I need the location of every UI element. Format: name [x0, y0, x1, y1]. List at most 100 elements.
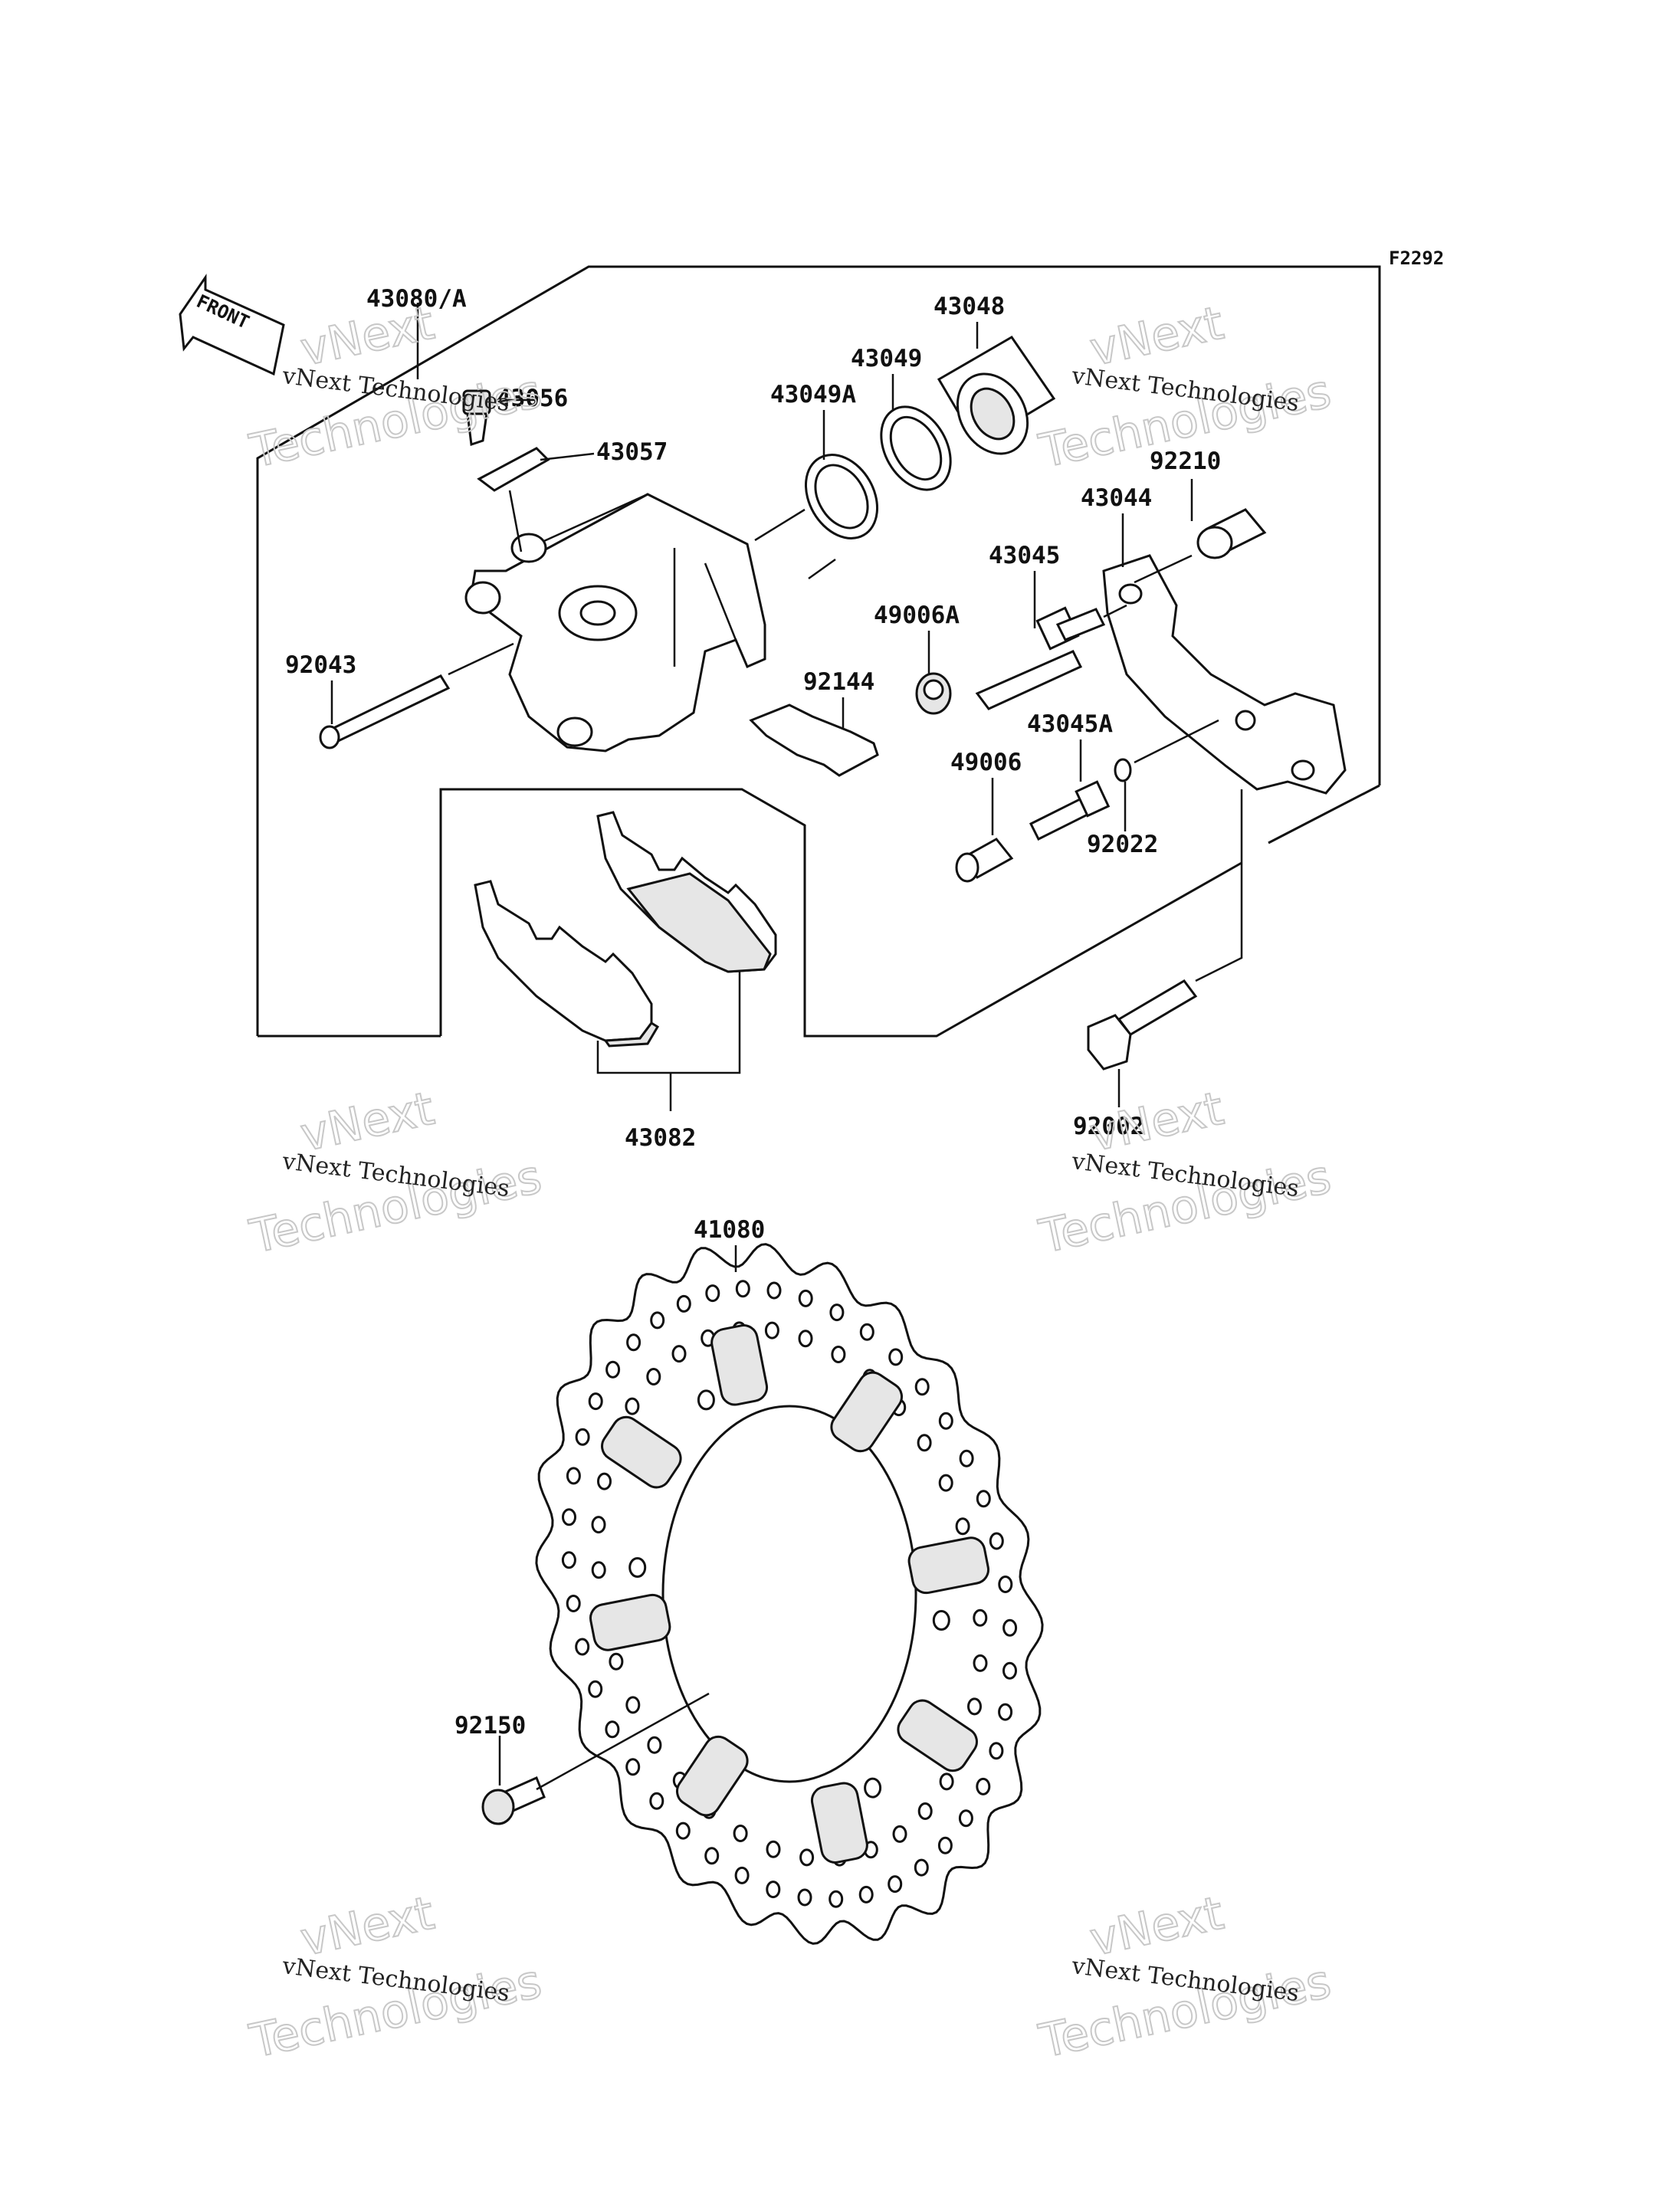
disc-hole — [939, 1772, 954, 1791]
disc-cutout — [907, 1536, 990, 1595]
disc-hole — [625, 1758, 641, 1776]
disc-hole — [646, 1368, 661, 1385]
disc-bolt — [481, 1776, 546, 1825]
disc-hole — [892, 1825, 907, 1843]
part-label-43049[interactable]: 43049 — [851, 345, 922, 372]
pad-spring — [749, 703, 879, 777]
piston — [937, 336, 1056, 455]
disc-hole — [976, 1490, 991, 1508]
retaining-clip — [1114, 758, 1132, 782]
disc-cutout — [810, 1782, 868, 1864]
brake-disc — [535, 1243, 1044, 1945]
disc-hole — [1002, 1618, 1018, 1637]
disc-hole — [967, 1697, 982, 1716]
disc-hole — [989, 1532, 1004, 1550]
disc-hole — [798, 1330, 813, 1348]
bleeder-valve — [462, 389, 491, 447]
part-label-41080[interactable]: 41080 — [694, 1216, 765, 1244]
disc-hole — [764, 1321, 779, 1340]
disc-hole — [959, 1449, 974, 1467]
disc-hole — [797, 1888, 812, 1907]
disc-hole — [937, 1836, 953, 1854]
brake-pads — [474, 811, 777, 1048]
disc-hole — [829, 1890, 844, 1908]
disc-hole — [566, 1467, 581, 1485]
front-arrow-icon: FRONT — [179, 274, 285, 376]
disc-hole — [914, 1858, 929, 1877]
disc-cutout — [830, 1371, 904, 1453]
disc-hole — [1002, 1661, 1017, 1680]
part-label-43082[interactable]: 43082 — [625, 1124, 696, 1152]
disc-hole — [955, 1517, 970, 1536]
disc-hole — [626, 1333, 641, 1352]
disc-hole — [766, 1840, 781, 1858]
disc-hole — [625, 1696, 641, 1714]
part-label-92144[interactable]: 92144 — [803, 668, 874, 696]
watermark-vnext: vNext — [1085, 1887, 1228, 1967]
caliper-pin — [319, 674, 451, 749]
disc-hole — [973, 1608, 988, 1627]
part-label-49006[interactable]: 49006 — [950, 749, 1022, 776]
disc-hole — [958, 1809, 973, 1828]
disc-hole — [973, 1654, 988, 1672]
disc-hole — [671, 1345, 687, 1363]
part-label-92022[interactable]: 92022 — [1087, 831, 1158, 858]
disc-hole — [766, 1881, 781, 1899]
disc-hole — [938, 1474, 953, 1492]
disc-hole — [859, 1323, 874, 1341]
disc-hole — [625, 1397, 640, 1415]
disc-hole — [989, 1742, 1004, 1760]
disc-hole — [829, 1303, 845, 1322]
part-label-43056[interactable]: 43056 — [497, 385, 568, 412]
disc-hole — [917, 1802, 933, 1820]
disc-hole — [976, 1777, 991, 1795]
watermark-vnext: vNext — [296, 1082, 438, 1162]
part-label-92043[interactable]: 92043 — [285, 651, 356, 679]
disc-hole — [561, 1551, 576, 1569]
figure-code: F2292 — [1389, 248, 1444, 269]
part-label-43049A[interactable]: 43049A — [770, 381, 856, 408]
disc-mount-hole — [697, 1389, 715, 1411]
part-label-49006A[interactable]: 49006A — [874, 602, 960, 629]
caliper-bracket — [1102, 554, 1347, 795]
slide-pin-a — [1029, 780, 1111, 841]
disc-cutout — [589, 1593, 671, 1651]
disc-hole — [597, 1472, 612, 1490]
disc-hole — [998, 1576, 1013, 1593]
disc-cutout — [710, 1324, 769, 1406]
slide-pin — [975, 606, 1106, 710]
disc-hole — [733, 1825, 748, 1842]
disc-hole — [798, 1289, 813, 1307]
dust-boot — [955, 838, 1014, 883]
part-label-43048[interactable]: 43048 — [934, 293, 1005, 320]
disc-hole — [575, 1428, 590, 1446]
part-label-43080-A[interactable]: 43080/A — [366, 285, 467, 313]
part-label-43045A[interactable]: 43045A — [1027, 710, 1113, 738]
part-label-92002[interactable]: 92002 — [1073, 1113, 1144, 1140]
watermark-vnext: vNext — [1085, 1082, 1228, 1162]
part-label-43057[interactable]: 43057 — [596, 438, 668, 466]
disc-hole — [605, 1360, 621, 1379]
part-label-92150[interactable]: 92150 — [454, 1712, 526, 1740]
disc-hole — [605, 1720, 620, 1739]
disc-hole — [704, 1847, 720, 1865]
disc-hole — [705, 1284, 720, 1303]
part-label-43044[interactable]: 43044 — [1081, 484, 1152, 512]
disc-hole — [591, 1516, 606, 1534]
piston-seal-a — [804, 454, 879, 539]
watermark-vnext: vNext — [1085, 297, 1228, 377]
part-number-labels: 43080/A 43056 43057 92043 43048 43049 43049A 92… — [285, 285, 1221, 1740]
disc-hole — [735, 1280, 750, 1298]
part-label-43045[interactable]: 43045 — [989, 542, 1060, 569]
collar — [1196, 508, 1267, 559]
disc-hole — [914, 1378, 930, 1396]
part-label-92210[interactable]: 92210 — [1150, 448, 1221, 475]
disc-hole — [858, 1885, 874, 1904]
disc-mount-hole — [932, 1610, 950, 1631]
disc-hole — [588, 1680, 603, 1698]
